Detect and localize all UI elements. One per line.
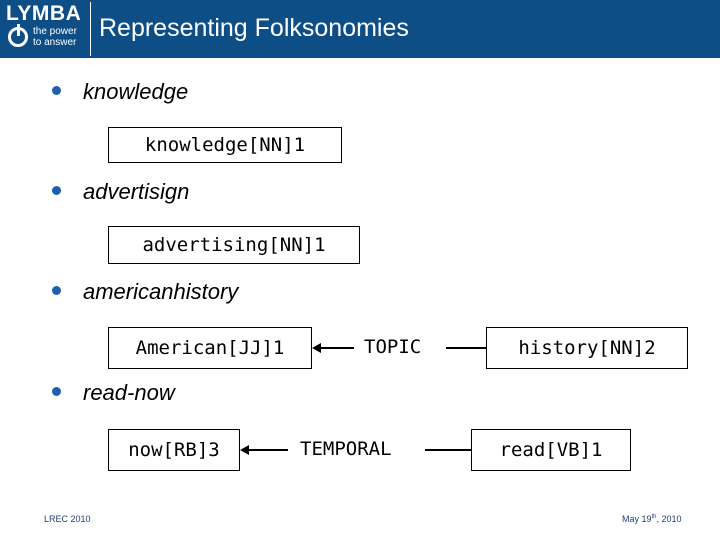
bullet-text: advertisign [83, 179, 190, 204]
bullet-text: read-now [83, 380, 175, 405]
bullet-advertisign: advertisign [52, 179, 189, 205]
power-icon-bar [17, 24, 20, 36]
bullet-dot [52, 386, 61, 396]
logo-tagline: the power to answer [33, 26, 77, 48]
logo-tagline-line-2: to answer [33, 37, 77, 48]
footer-date: May 19th, 2010 [622, 514, 682, 524]
footer-date-prefix: May 19 [622, 514, 652, 524]
logo-wordmark: LYMBA [6, 2, 82, 25]
read-annotation-box: read[VB]1 [471, 429, 631, 471]
slide-header: LYMBA the power to answer Representing F… [0, 0, 720, 58]
header-divider [90, 2, 91, 56]
lymba-logo: LYMBA the power to answer [0, 0, 90, 58]
now-annotation-box: now[RB]3 [108, 429, 240, 471]
topic-arrowhead [312, 343, 321, 353]
slide-title: Representing Folksonomies [99, 14, 409, 42]
bullet-read-now: read-now [52, 380, 175, 406]
bullet-text: knowledge [83, 79, 189, 104]
advertising-annotation-box: advertising[NN]1 [108, 226, 360, 264]
history-annotation-box: history[NN]2 [486, 327, 688, 369]
temporal-relation-label: TEMPORAL [300, 438, 392, 460]
bullet-knowledge: knowledge [52, 79, 188, 105]
bullet-dot [52, 285, 61, 295]
temporal-arrowhead [240, 445, 249, 455]
bullet-text: americanhistory [83, 279, 239, 304]
topic-right-connector [446, 347, 486, 349]
footer-conference: LREC 2010 [44, 514, 91, 524]
bullet-dot [52, 85, 61, 95]
footer-date-sup: th [651, 514, 657, 520]
american-annotation-box: American[JJ]1 [108, 327, 312, 369]
bullet-dot [52, 185, 61, 195]
footer-date-suffix: , 2010 [656, 514, 682, 524]
knowledge-annotation-box: knowledge[NN]1 [108, 127, 342, 163]
logo-tagline-line-1: the power [33, 26, 77, 37]
bullet-americanhistory: americanhistory [52, 279, 238, 305]
topic-left-connector [320, 347, 354, 349]
topic-relation-label: TOPIC [364, 336, 422, 358]
temporal-right-connector [425, 449, 471, 451]
temporal-left-connector [248, 449, 288, 451]
